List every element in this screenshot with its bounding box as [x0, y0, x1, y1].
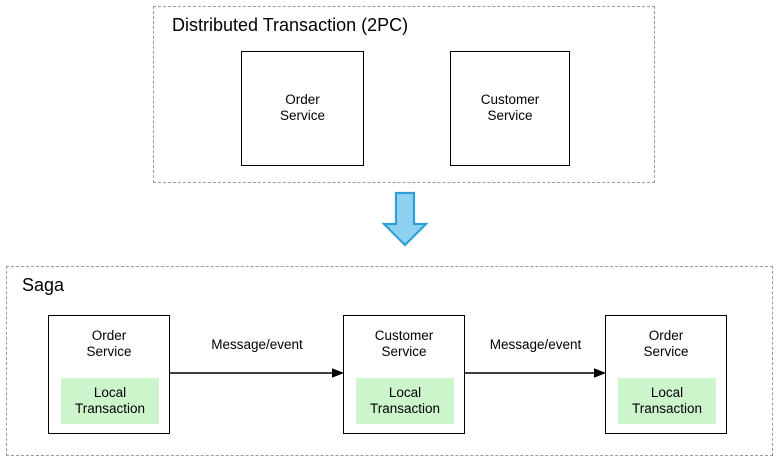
edge-label-message-event-2: Message/event [489, 337, 582, 352]
node-label-customer-service-2pc: Customer Service [480, 92, 540, 123]
local-transaction-badge-customer: Local Transaction [356, 378, 454, 424]
node-order-service-saga-2[interactable]: Order Service Local Transaction [605, 315, 727, 434]
blue-down-arrow-icon [381, 191, 429, 247]
node-label-order-service-saga-2: Order Service [643, 328, 689, 359]
edge-arrow-1 [170, 368, 344, 378]
node-customer-service-2pc[interactable]: Customer Service [450, 51, 570, 166]
node-label-order-service-2pc: Order Service [279, 92, 325, 123]
local-transaction-badge-order-1: Local Transaction [61, 378, 159, 424]
node-order-service-2pc[interactable]: Order Service [241, 51, 364, 166]
node-customer-service-saga[interactable]: Customer Service Local Transaction [343, 315, 465, 434]
node-label-order-service-saga-1: Order Service [86, 328, 132, 359]
edge-arrow-2 [465, 368, 606, 378]
group-saga [6, 266, 773, 456]
group-distributed-transaction [153, 6, 655, 183]
group-title-distributed-transaction: Distributed Transaction (2PC) [172, 15, 409, 35]
local-transaction-badge-order-2: Local Transaction [618, 378, 716, 424]
node-label-customer-service-saga: Customer Service [374, 328, 434, 359]
node-order-service-saga-1[interactable]: Order Service Local Transaction [48, 315, 170, 434]
group-title-saga: Saga [22, 275, 65, 295]
edge-label-message-event-1: Message/event [211, 337, 303, 352]
